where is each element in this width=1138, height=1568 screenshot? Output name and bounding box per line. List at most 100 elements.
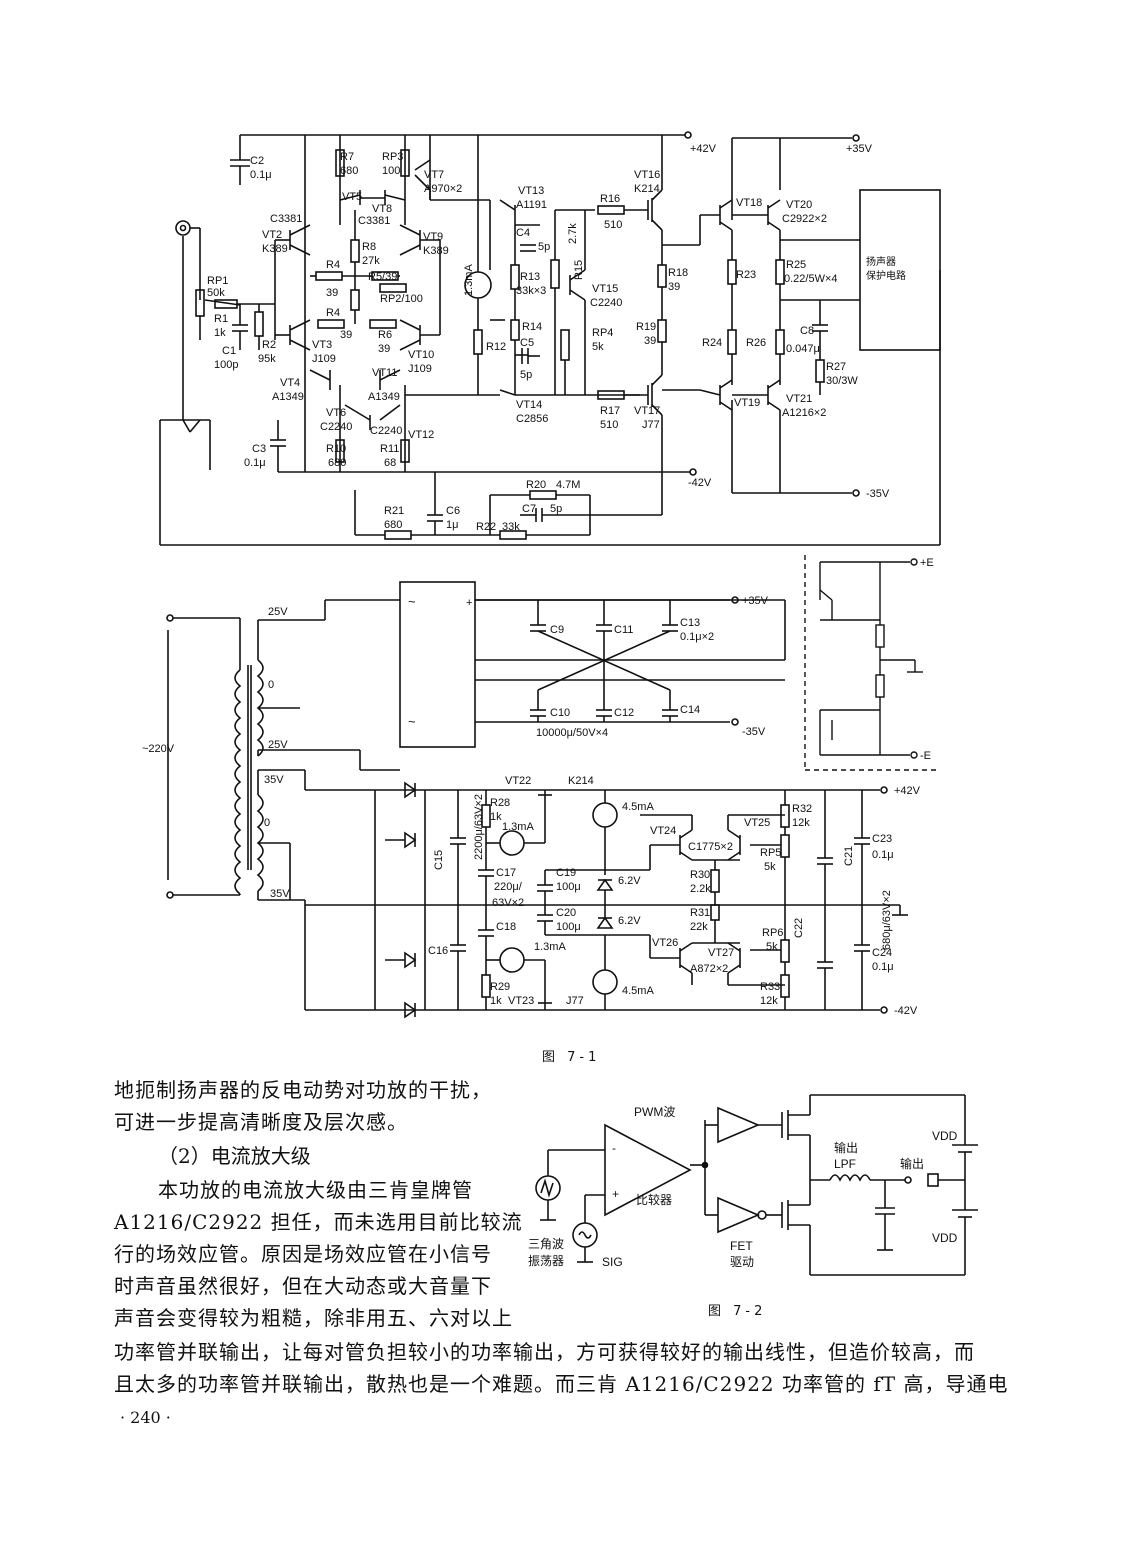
rail-minus35: -35V: [866, 488, 890, 500]
lbl-vt12: VT12: [408, 429, 434, 441]
lbl-vt5: VT5: [342, 191, 362, 203]
lbl-c2856: C2856: [516, 413, 548, 425]
lbl-c22v: 680μ/63V×2: [881, 890, 893, 950]
lpf-line2: LPF: [834, 1157, 856, 1171]
lbl-c3: C3: [252, 443, 266, 455]
lbl-c8v: 0.047μ: [786, 343, 820, 355]
lbl-rp6v: 5k: [766, 941, 778, 953]
lbl-ma13: 1.3mA: [463, 264, 475, 296]
protect-line1: 扬声器: [866, 255, 896, 268]
lbl-r33: R33: [760, 981, 780, 993]
text-line-1: 地扼制扬声器的反电动势对功放的干扰，: [114, 1078, 492, 1102]
lbl-c16: C16: [428, 945, 448, 957]
comparator-plus: +: [612, 1187, 619, 1201]
lbl-j109a: J109: [312, 353, 336, 365]
lbl-bridge-ac2: ~: [408, 714, 416, 729]
lbl-c10: C10: [550, 707, 570, 719]
lbl-vt22: VT22: [505, 775, 531, 787]
lbl-vt14: VT14: [516, 399, 542, 411]
lbl-r28: R28: [490, 797, 510, 809]
lbl-c17v: 220μ/: [494, 881, 523, 893]
rail-plus35: +35V: [846, 143, 873, 155]
lbl-r13v: 33k×3: [516, 285, 546, 297]
lbl-c6v: 1μ: [446, 519, 458, 531]
lbl-r28v: 1k: [490, 811, 502, 823]
lbl-rp6: RP6: [762, 927, 783, 939]
lbl-vt15: VT15: [592, 283, 618, 295]
lbl-r17v: 510: [600, 419, 618, 431]
lbl-r1: R1: [214, 313, 228, 325]
lbl-c17: C17: [496, 867, 516, 879]
lbl-c24: C24: [872, 947, 892, 959]
lbl-c3v: 0.1μ: [244, 457, 266, 469]
rail-minus-e: -E: [920, 750, 931, 762]
lbl-r30v: 2.2k: [690, 883, 711, 895]
lbl-c6: C6: [446, 505, 460, 517]
lbl-r16v: 510: [604, 219, 622, 231]
lbl-c14: C14: [680, 704, 700, 716]
fet-drive-line2: 驱动: [730, 1255, 754, 1269]
lbl-a1349a: A1349: [272, 391, 304, 403]
lbl-vt24: VT24: [650, 825, 676, 837]
lbl-c4v: 5p: [538, 241, 550, 253]
lbl-c5v: 5p: [520, 369, 532, 381]
lbl-tap0a: 0: [268, 679, 274, 691]
lbl-r22v: 33k: [502, 521, 520, 533]
lbl-vt3: VT3: [312, 339, 332, 351]
lbl-rp1: RP1: [207, 275, 228, 287]
lbl-r7: R7: [340, 151, 354, 163]
lbl-r10v: 680: [328, 457, 346, 469]
lbl-c1v: 100p: [214, 359, 238, 371]
lbl-c2: C2: [250, 155, 264, 167]
lbl-vt10: VT10: [408, 349, 434, 361]
rail-plus-e: +E: [920, 557, 934, 569]
lbl-r6v: 39: [378, 343, 390, 355]
lbl-vt21: VT21: [786, 393, 812, 405]
lbl-vt2: VT2: [262, 229, 282, 241]
fig2-caption: 图 7-2: [708, 1304, 767, 1319]
lbl-bridge-plus: +: [466, 597, 472, 609]
tri-osc-line1: 三角波: [528, 1237, 564, 1251]
lbl-c15: C15: [433, 850, 445, 870]
text-line-2: 可进一步提高清晰度及层次感。: [114, 1110, 408, 1134]
lbl-vt11: VT11: [372, 367, 397, 379]
lbl-vt18: VT18: [736, 197, 762, 209]
lbl-vt8: VT8: [372, 203, 392, 215]
lbl-c20: C20: [556, 907, 576, 919]
fet-drive-line1: FET: [730, 1239, 753, 1253]
lbl-c9: C9: [550, 624, 564, 636]
lbl-r26: R26: [746, 337, 766, 349]
lbl-c20v: 100μ: [556, 921, 581, 933]
rail-plus42-top: +42V: [690, 143, 717, 155]
lbl-r1v: 1k: [214, 327, 226, 339]
lbl-z1: 6.2V: [618, 875, 641, 887]
lbl-r4b: R4: [326, 307, 340, 319]
lbl-c2240a: C2240: [320, 421, 352, 433]
lbl-a872: A872×2: [690, 963, 728, 975]
lbl-r15v: 2.7k: [567, 223, 579, 244]
lbl-r25v: 0.22/5W×4: [784, 273, 838, 285]
lbl-a1349b: A1349: [368, 391, 400, 403]
lbl-vt26: VT26: [652, 937, 678, 949]
lbl-r24: R24: [702, 337, 722, 349]
lbl-tap25b: 25V: [268, 739, 288, 751]
lbl-c18: C18: [496, 921, 516, 933]
lbl-vt25: VT25: [744, 817, 770, 829]
protect-line2: 保护电路: [866, 269, 906, 282]
lbl-r18: R18: [668, 267, 688, 279]
lbl-r6: R6: [378, 329, 392, 341]
lbl-rp4v: 5k: [592, 341, 604, 353]
section-heading: （2）电流放大级: [158, 1144, 311, 1168]
lbl-rp1v: 50k: [207, 287, 225, 299]
lbl-r11v: 68: [384, 457, 396, 469]
lbl-c1775: C1775×2: [688, 841, 733, 853]
lbl-r21: R21: [384, 505, 404, 517]
lbl-j109b: J109: [408, 363, 432, 375]
lbl-r2v: 95k: [258, 353, 276, 365]
lpf-line1: 输出: [834, 1140, 858, 1155]
comparator-label: 比较器: [636, 1192, 672, 1207]
lbl-tap35a: 35V: [264, 774, 284, 786]
lbl-rp3: RP3: [382, 151, 403, 163]
lbl-c22: C22: [793, 918, 805, 938]
lbl-r21v: 680: [384, 519, 402, 531]
